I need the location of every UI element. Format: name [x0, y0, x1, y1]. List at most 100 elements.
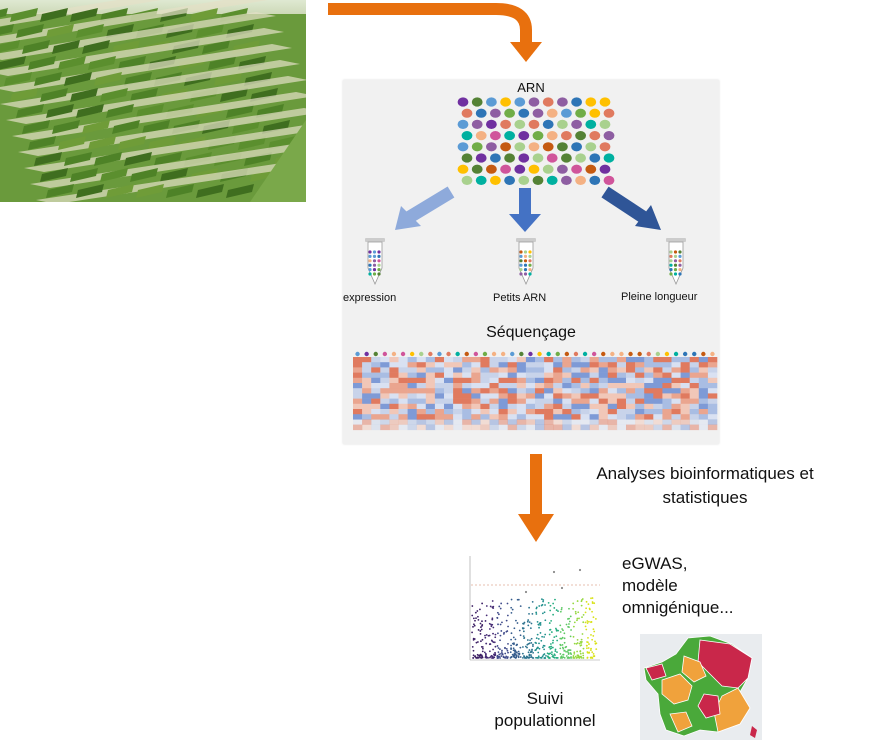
rna-dot: [475, 108, 487, 118]
rna-dot: [457, 119, 469, 129]
rna-dot: [461, 153, 473, 163]
rna-dot: [585, 164, 597, 174]
rna-dot: [475, 175, 487, 185]
suivi-line-1: Suivi: [526, 689, 564, 708]
rna-dot: [599, 142, 611, 152]
rna-dot: [561, 153, 572, 163]
rna-dot: [542, 97, 554, 107]
branch-label-small-rna: Petits ARN: [493, 292, 547, 304]
rna-dot: [471, 142, 483, 152]
rna-dot: [490, 153, 501, 163]
branch-arrow-right: [601, 186, 661, 230]
rna-dot: [518, 175, 530, 185]
rna-dot: [490, 108, 501, 118]
rna-dot: [599, 119, 611, 129]
rna-dot: [585, 97, 597, 107]
rna-dot: [575, 131, 586, 141]
rna-dot: [457, 142, 469, 152]
rna-dot: [557, 164, 568, 174]
rna-dot: [532, 175, 544, 185]
analysis-line-1: Analyses bioinformatiques et: [596, 464, 814, 483]
rna-dot: [518, 108, 530, 118]
rna-dot: [561, 175, 572, 185]
rna-dot: [561, 131, 572, 141]
rna-dot: [561, 108, 572, 118]
rna-dot: [585, 119, 597, 129]
rna-dot: [571, 142, 582, 152]
rna-dot: [532, 108, 544, 118]
rna-dot: [461, 108, 473, 118]
rna-dot: [585, 142, 597, 152]
sample-tube-icon: [365, 238, 385, 285]
rna-dot: [575, 108, 586, 118]
france-map: [640, 634, 762, 740]
rna-dot: [571, 119, 582, 129]
analysis-line-2: statistiques: [662, 488, 748, 507]
rna-dot: [557, 119, 568, 129]
sequencing-panel: ARN expression Petits ARN Pleine longueu…: [343, 80, 719, 444]
rna-dot: [575, 175, 586, 185]
rna-dot: [504, 175, 515, 185]
rna-dot: [486, 164, 497, 174]
rna-dot: [471, 97, 483, 107]
egwas-line-2: modèle: [622, 576, 678, 595]
rna-dot: [490, 175, 501, 185]
rna-dot: [457, 97, 469, 107]
rna-dot: [528, 97, 540, 107]
rna-dot: [514, 142, 526, 152]
egwas-line-1: eGWAS,: [622, 554, 688, 573]
sample-tube-icon: [666, 238, 686, 285]
rna-dot: [546, 175, 558, 185]
rna-dot: [471, 119, 483, 129]
rna-dot: [486, 97, 497, 107]
branch-arrow-center: [509, 188, 541, 232]
rna-dot: [557, 142, 568, 152]
rna-dot: [603, 175, 615, 185]
sample-tube-icon: [516, 238, 536, 285]
rna-dot: [546, 153, 558, 163]
branch-label-full-length: Pleine longueur: [621, 291, 698, 303]
panel-graphics: [353, 97, 718, 431]
rna-dot: [542, 142, 554, 152]
rna-dot: [589, 131, 601, 141]
flow-arrow-top: [328, 2, 542, 62]
rna-dot: [514, 97, 526, 107]
rna-dot: [528, 119, 540, 129]
rna-dot: [475, 131, 487, 141]
heatmap: [353, 351, 718, 431]
flow-arrow-middle: [518, 454, 554, 542]
rna-dot: [557, 97, 568, 107]
rna-dot: [518, 153, 530, 163]
rna-dot: [471, 164, 483, 174]
rna-dot: [532, 153, 544, 163]
rna-dot: [571, 164, 582, 174]
field-photo: [0, 0, 306, 202]
rna-dot: [528, 164, 540, 174]
rna-dot: [500, 119, 511, 129]
rna-dot: [542, 119, 554, 129]
rna-dot: [575, 153, 586, 163]
rna-dot: [500, 97, 511, 107]
rna-dot: [500, 142, 511, 152]
rna-dot: [532, 131, 544, 141]
rna-dot: [514, 164, 526, 174]
rna-dot: [546, 131, 558, 141]
rna-dot: [603, 153, 615, 163]
sequencing-label: Séquençage: [486, 324, 576, 341]
rna-dot: [571, 97, 582, 107]
rna-dot: [490, 131, 501, 141]
rna-dot: [461, 131, 473, 141]
rna-dot: [461, 175, 473, 185]
rna-dot: [518, 131, 530, 141]
rna-dot: [528, 142, 540, 152]
rna-dot: [542, 164, 554, 174]
rna-dot: [589, 153, 601, 163]
rna-dot: [486, 119, 497, 129]
egwas-line-3: omnigénique...: [622, 598, 734, 617]
rna-dot: [457, 164, 469, 174]
rna-dot: [514, 119, 526, 129]
analysis-caption: Analyses bioinformatiques et statistique…: [560, 462, 850, 510]
rna-dot: [504, 108, 515, 118]
rna-dot: [500, 164, 511, 174]
rna-label: ARN: [517, 80, 545, 95]
